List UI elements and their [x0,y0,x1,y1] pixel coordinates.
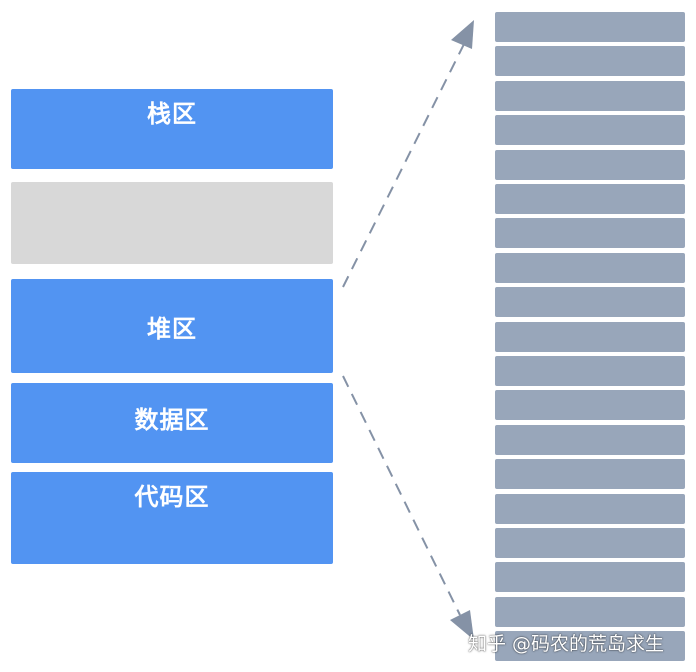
heap-segment: 堆区 [11,279,333,373]
memory-page-strip [495,218,685,248]
free-space-segment [11,182,333,264]
heap-segment-label: 堆区 [147,314,197,343]
memory-page-strip [495,46,685,76]
memory-page-strip [495,528,685,558]
memory-page-strip [495,150,685,180]
memory-page-strip [495,356,685,386]
memory-page-strip [495,631,685,661]
stack-segment-label: 栈区 [147,99,197,128]
lower-arrow-head [450,610,474,640]
memory-page-strip [495,287,685,317]
lower-dashed-arrow-line [342,375,461,616]
memory-page-strip [495,115,685,145]
memory-page-strip [495,81,685,111]
memory-page-strip [495,253,685,283]
memory-page-strip [495,390,685,420]
memory-page-strip [495,494,685,524]
stack-segment: 栈区 [11,89,333,169]
upper-arrow-head [451,20,474,49]
memory-page-strip [495,425,685,455]
memory-page-strip [495,562,685,592]
memory-page-strip [495,184,685,214]
memory-page-strip [495,322,685,352]
upper-dashed-arrow-line [342,39,467,288]
memory-page-strip [495,12,685,42]
watermark: 知乎 @码农的荒岛求生 [468,633,665,655]
code-segment: 代码区 [11,472,333,564]
data-segment: 数据区 [11,383,333,463]
memory-page-strip [495,597,685,627]
memory-page-strip [495,459,685,489]
code-segment-label: 代码区 [134,482,210,511]
data-segment-label: 数据区 [134,405,210,434]
